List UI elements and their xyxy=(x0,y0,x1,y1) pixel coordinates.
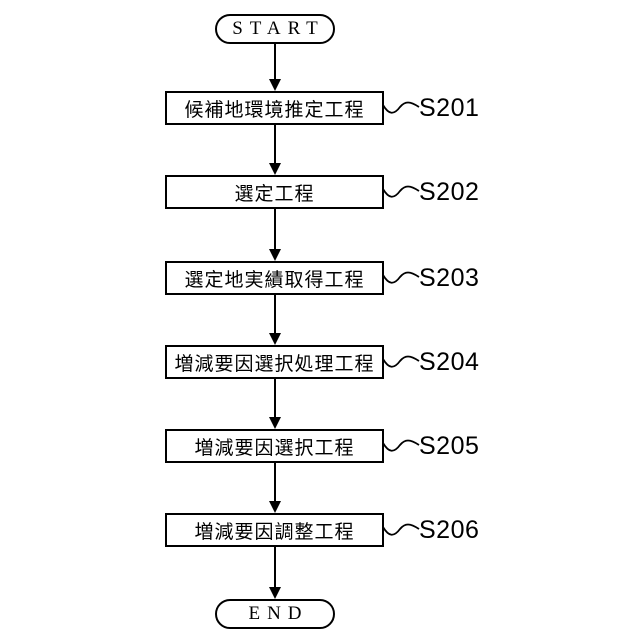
flow-arrow-line xyxy=(274,463,276,504)
process-label: 選定工程 xyxy=(234,183,315,205)
step-ref-s202: S202 xyxy=(419,178,480,206)
step-ref-s203: S203 xyxy=(419,264,480,292)
start-label: START xyxy=(232,18,325,39)
reference-connector-squiggle xyxy=(382,185,420,198)
flow-arrow-line xyxy=(274,379,276,420)
reference-connector-squiggle xyxy=(382,101,420,114)
step-ref-s204: S204 xyxy=(419,348,480,376)
step-ref-s205: S205 xyxy=(419,432,480,460)
arrow-down-icon xyxy=(269,79,281,91)
end-label: END xyxy=(248,603,309,624)
process-box-s202: 選定工程 xyxy=(165,175,384,209)
process-box-s204: 増減要因選択処理工程 xyxy=(165,345,384,379)
step-ref-s201: S201 xyxy=(419,94,480,122)
reference-connector-squiggle xyxy=(382,271,420,284)
flow-arrow-line xyxy=(274,125,276,166)
arrow-down-icon xyxy=(269,333,281,345)
flow-arrow-line xyxy=(274,295,276,336)
end-terminal: END xyxy=(215,599,335,629)
arrow-down-icon xyxy=(269,501,281,513)
reference-connector-squiggle xyxy=(382,355,420,368)
process-label: 選定地実績取得工程 xyxy=(184,269,365,291)
process-label: 増減要因選択処理工程 xyxy=(174,353,375,375)
arrow-down-icon xyxy=(269,417,281,429)
arrow-down-icon xyxy=(269,163,281,175)
arrow-down-icon xyxy=(269,587,281,599)
flow-arrow-line xyxy=(274,43,276,82)
arrow-down-icon xyxy=(269,249,281,261)
process-label: 増減要因調整工程 xyxy=(194,521,355,543)
process-box-s205: 増減要因選択工程 xyxy=(165,429,384,463)
reference-connector-squiggle xyxy=(382,523,420,536)
process-box-s203: 選定地実績取得工程 xyxy=(165,261,384,295)
start-terminal: START xyxy=(215,14,335,44)
process-label: 増減要因選択工程 xyxy=(194,437,355,459)
reference-connector-squiggle xyxy=(382,439,420,452)
flow-arrow-line xyxy=(274,209,276,252)
process-label: 候補地環境推定工程 xyxy=(184,99,365,121)
process-box-s206: 増減要因調整工程 xyxy=(165,513,384,547)
step-ref-s206: S206 xyxy=(419,516,480,544)
process-box-s201: 候補地環境推定工程 xyxy=(165,91,384,125)
flow-arrow-line xyxy=(274,547,276,590)
